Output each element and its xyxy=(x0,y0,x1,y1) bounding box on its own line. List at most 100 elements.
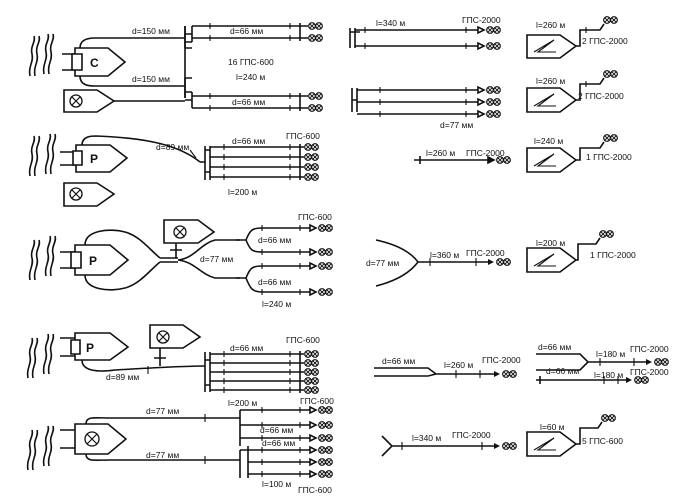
truck-2-pump-icon xyxy=(69,94,83,108)
s1-d-branch-top: d=66 мм xyxy=(230,26,263,36)
s5-gen-4 xyxy=(318,446,333,454)
s1-d-top: d=150 мм xyxy=(132,26,170,36)
scheme-2: Р d=89 мм d=66 мм ГПС-600 l=200 м xyxy=(28,131,320,207)
g3-foam-tank xyxy=(526,147,578,173)
pumper-3-letter: Р xyxy=(86,341,94,355)
s5-gen-1 xyxy=(318,406,333,414)
r4-model: ГПС-2000 xyxy=(466,248,505,258)
s1-d-branch-bot: d=66 мм xyxy=(232,97,265,107)
r6-model: ГПС-2000 xyxy=(452,430,491,440)
s1-manifold xyxy=(184,26,192,98)
s4-model: ГПС-600 xyxy=(286,335,320,345)
r2-d: d=77 мм xyxy=(440,120,473,130)
s5-d-branch-bot: d=66 мм xyxy=(262,438,295,448)
r5-length: l=260 м xyxy=(444,360,473,370)
g4-length: l=200 м xyxy=(536,238,565,248)
g5-gen-top xyxy=(654,358,669,366)
g6-foam-tank xyxy=(526,431,578,457)
s4-d-branch: d=66 мм xyxy=(230,343,263,353)
scheme-g1: l=260 м 2 ГПС-2000 xyxy=(526,16,628,59)
r4-d: d=77 мм xyxy=(366,258,399,268)
r3-model: ГПС-2000 xyxy=(466,148,505,158)
r6-gen-1 xyxy=(502,442,517,450)
r2-gen-3 xyxy=(486,110,501,118)
s4-foam-truck-pump-icon xyxy=(156,330,170,344)
r1-length: l=340 м xyxy=(376,18,405,28)
s4-gen-2 xyxy=(304,359,319,367)
s3-gen-2 xyxy=(318,248,333,256)
water-source-3 xyxy=(28,235,57,281)
pumper-2-letter: Р xyxy=(89,254,97,268)
s2-d-branch: d=66 мм xyxy=(232,136,265,146)
g6-length: l=60 м xyxy=(540,422,565,432)
s1-count: 16 ГПС-600 xyxy=(228,57,274,67)
scheme-r6: l=340 м ГПС-2000 xyxy=(381,430,517,457)
water-source-5 xyxy=(26,425,55,471)
g5-gen-bot xyxy=(634,376,649,384)
s5-gen-6 xyxy=(318,470,333,478)
s5-foam-truck xyxy=(74,423,128,455)
r6-length: l=340 м xyxy=(412,433,441,443)
r4-length: l=360 м xyxy=(430,250,459,260)
g3-gen xyxy=(603,134,618,142)
r5-d: d=66 мм xyxy=(382,356,415,366)
scheme-r1: l=340 м ГПС-2000 xyxy=(349,15,501,51)
scheme-4: Р d=89 мм ГПС-600 d=66 мм l=200 м xyxy=(26,324,320,408)
s2-foam-truck-pump-icon xyxy=(69,187,83,201)
s5-d-branch-top: d=66 мм xyxy=(260,425,293,435)
s3-d-branch-bot: d=66 мм xyxy=(258,277,291,287)
s4-gen-3 xyxy=(304,368,319,376)
s2-gen-2 xyxy=(304,153,319,161)
s4-gen-5 xyxy=(304,386,319,394)
r5-model: ГПС-2000 xyxy=(482,355,521,365)
r2-gen-1 xyxy=(486,86,501,94)
truck-1-letter: С xyxy=(90,56,99,70)
scheme-r5: d=66 мм l=260 м ГПС-2000 xyxy=(374,355,521,378)
scheme-g4: l=200 м 1 ГПС-2000 xyxy=(526,230,636,273)
scheme-3: Р d=77 мм ГПС-600 d=66 мм d=66 мм l=240 … xyxy=(28,212,333,309)
s5-length: l=100 м xyxy=(262,479,291,489)
s3-d-main: d=77 мм xyxy=(200,254,233,264)
r4-gen-1 xyxy=(496,258,511,266)
s5-foam-truck-pump-icon xyxy=(84,431,100,447)
s3-length: l=240 м xyxy=(262,299,291,309)
s1-length: l=240 м xyxy=(236,72,265,82)
scheme-g5: d=66 мм l=180 м ГПС-2000 d=66 мм l=180 м… xyxy=(536,342,669,384)
g2-length: l=260 м xyxy=(536,76,565,86)
g3-length: l=240 м xyxy=(534,136,563,146)
g2-label: 2 ГПС-2000 xyxy=(578,91,624,101)
s1-gen-bot-1 xyxy=(308,92,323,100)
s2-d-main: d=89 мм xyxy=(156,142,189,152)
s1-gen-bot-2 xyxy=(308,104,323,112)
scheme-g2: l=260 м 2 ГПС-2000 xyxy=(526,70,624,113)
s2-length: l=200 м xyxy=(228,187,257,197)
g5-length-bot: l=180 м xyxy=(594,370,623,380)
g4-label: 1 ГПС-2000 xyxy=(590,250,636,260)
s2-gen-4 xyxy=(304,173,319,181)
r5-gen-1 xyxy=(502,370,517,378)
s3-model: ГПС-600 xyxy=(298,212,332,222)
s5-model-top: ГПС-600 xyxy=(300,396,334,406)
g4-gen xyxy=(599,230,614,238)
g2-foam-tank xyxy=(526,87,578,113)
s2-gen-1 xyxy=(304,143,319,151)
g5-d-top: d=66 мм xyxy=(538,342,571,352)
scheme-r4: d=77 мм l=360 м ГПС-2000 xyxy=(366,239,511,287)
scheme-r2: d=77 мм xyxy=(351,85,501,130)
s3-foam-truck xyxy=(163,219,216,244)
r1-gen-1 xyxy=(486,26,501,34)
water-source-4 xyxy=(26,333,55,379)
pumper-3-cab xyxy=(70,339,81,355)
r3-length: l=260 м xyxy=(426,148,455,158)
g1-label: 2 ГПС-2000 xyxy=(582,36,628,46)
g5-model-top: ГПС-2000 xyxy=(630,344,669,354)
s5-d-bot: d=77 мм xyxy=(146,450,179,460)
tanker-truck-1 xyxy=(74,47,127,77)
g1-gen xyxy=(603,16,618,24)
scheme-r3: l=260 м ГПС-2000 xyxy=(414,148,511,165)
s5-model-bot: ГПС-600 xyxy=(298,485,332,495)
s5-gen-2 xyxy=(318,421,333,429)
scheme-g6: l=60 м 5 ГПС-600 xyxy=(526,414,623,457)
